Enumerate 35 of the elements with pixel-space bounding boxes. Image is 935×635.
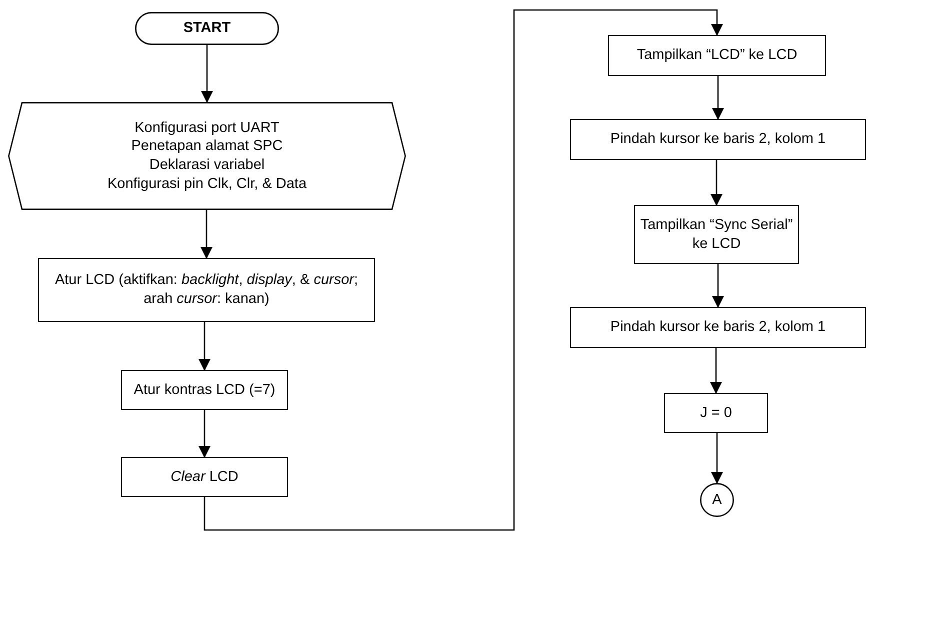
- node-text: J = 0: [700, 404, 732, 422]
- process-box: [121, 370, 288, 410]
- process-box: [121, 457, 288, 497]
- node-text: Konfigurasi port UART: [134, 118, 280, 138]
- node-text: Konfigurasi pin Clk, Clr, & Data: [107, 174, 307, 194]
- connector-circle: [700, 483, 734, 517]
- arrow: [200, 210, 212, 259]
- node-text: Atur kontras LCD (=7): [134, 380, 276, 400]
- node-text: Tampilkan “Sync Serial” ke LCD: [639, 216, 794, 254]
- process-box: [634, 205, 799, 264]
- preparation-hexagon: [8, 102, 406, 210]
- arrow: [711, 433, 723, 484]
- arrow: [710, 348, 722, 394]
- arrow: [710, 160, 722, 206]
- node-text: Tampilkan “LCD” ke LCD: [636, 46, 798, 65]
- process-box: [570, 307, 866, 348]
- arrow: [198, 322, 210, 371]
- process-box: [570, 119, 866, 160]
- node-text: START: [183, 19, 231, 38]
- connector-label: A: [712, 490, 722, 510]
- arrow: [712, 76, 724, 120]
- arrow: [204, 9, 723, 531]
- process-box: [664, 393, 768, 433]
- start-terminator: [135, 12, 279, 45]
- node-text: Pindah kursor ke baris 2, kolom 1: [610, 130, 826, 149]
- node-text: Atur LCD (aktifkan: backlight, display, & cursor; arah cursor: kanan): [54, 271, 360, 309]
- node-text: Pindah kursor ke baris 2, kolom 1: [610, 318, 826, 337]
- arrow: [201, 45, 213, 103]
- node-text: Penetapan alamat SPC: [131, 137, 283, 156]
- process-box: [608, 35, 826, 76]
- arrow: [198, 410, 210, 458]
- process-box: [38, 258, 375, 322]
- arrow: [712, 264, 724, 308]
- node-text: Deklarasi variabel: [149, 156, 265, 175]
- node-text: Clear LCD: [170, 468, 238, 486]
